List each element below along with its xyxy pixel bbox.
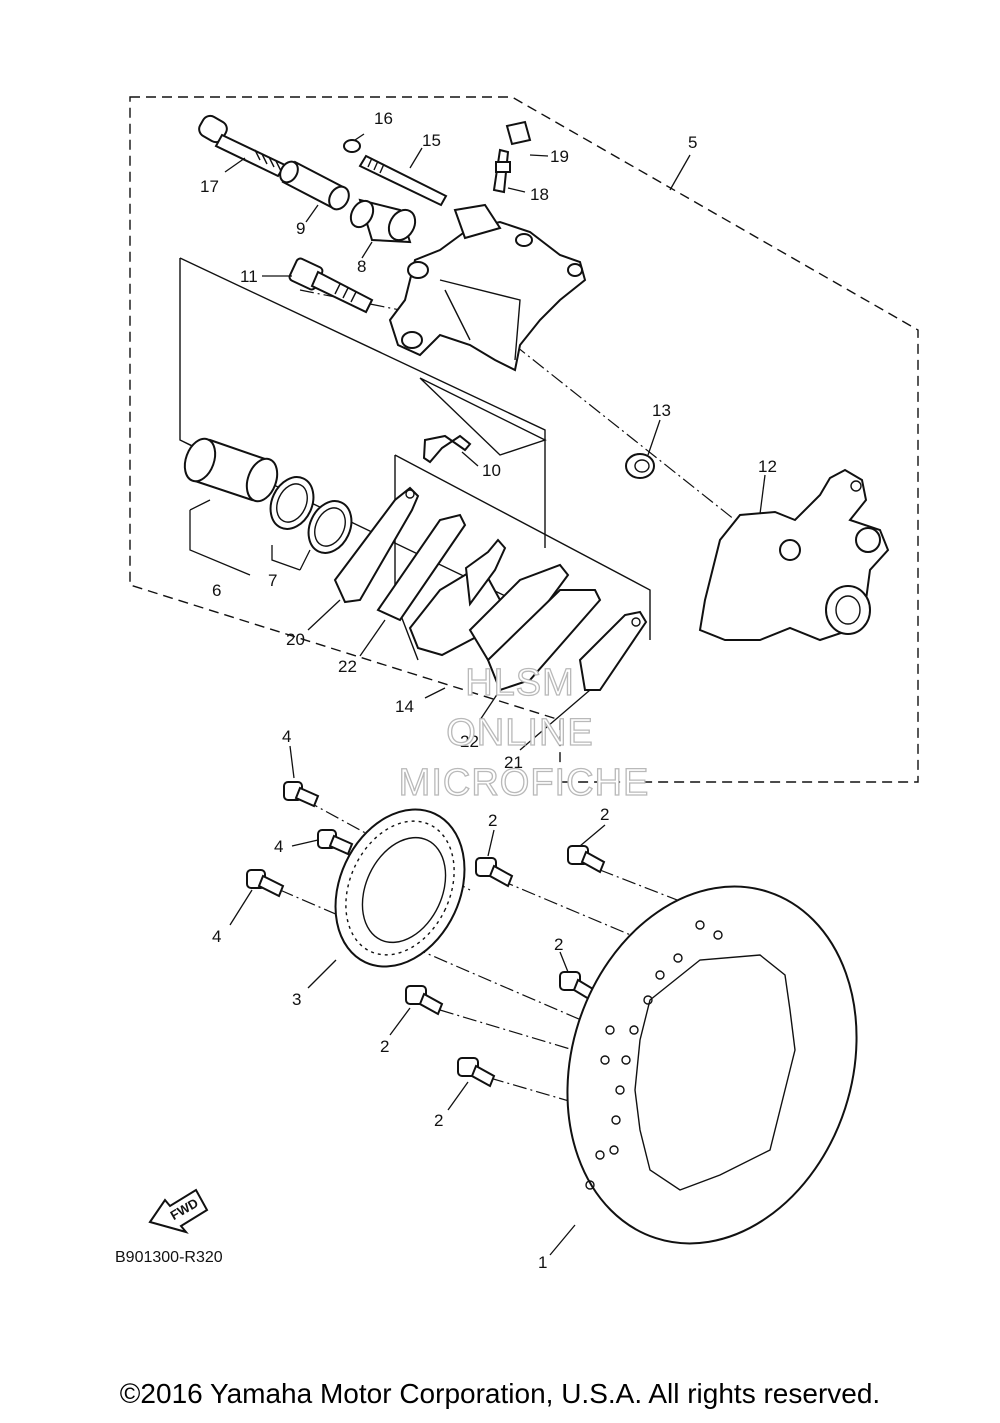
callout-4b: 4	[274, 837, 283, 856]
callout-21: 21	[504, 753, 523, 772]
disc-holes	[585, 920, 723, 1190]
drawing-code: B901300-R320	[115, 1249, 223, 1266]
callout-9: 9	[296, 219, 305, 238]
fwd-arrow-icon: FWD	[148, 1188, 209, 1234]
callout-11: 11	[240, 267, 258, 286]
axis-bolt-bottom	[489, 1077, 601, 1111]
part-15-pad-pin	[358, 154, 448, 207]
caliper-assembly-boundary	[129, 96, 919, 783]
callout-7: 7	[268, 571, 277, 590]
watermark-line-3: MICROFICHE	[399, 762, 650, 804]
callout-19: 19	[550, 147, 569, 166]
part-12-caliper-bracket	[698, 468, 890, 642]
caliper-body	[388, 203, 587, 372]
watermark-line-2: ONLINE	[446, 712, 593, 754]
watermark-line-1: HLSM	[465, 662, 575, 704]
watermark: HLSM ONLINE MICROFICHE	[398, 661, 650, 804]
callout-2c: 2	[554, 935, 563, 954]
callout-17: 17	[200, 177, 219, 196]
callout-6: 6	[212, 581, 221, 600]
callout-1: 1	[538, 1253, 547, 1272]
callout-2e: 2	[434, 1111, 443, 1130]
callout-3: 3	[292, 990, 301, 1009]
part-16-cap	[343, 139, 361, 153]
callout-14: 14	[395, 697, 414, 716]
part-2-bolt-b	[567, 845, 606, 874]
part-2-bolt-a	[475, 857, 514, 888]
part-4-screw-upper	[283, 781, 320, 808]
callout-15: 15	[422, 131, 441, 150]
callout-2a: 2	[488, 811, 497, 830]
part-17-pin-bolt	[198, 114, 287, 178]
part-10-pad-spring	[422, 434, 472, 464]
callout-8: 8	[357, 257, 366, 276]
callout-2b: 2	[600, 805, 609, 824]
callout-22b: 22	[460, 732, 479, 751]
part-6-piston	[183, 437, 279, 503]
part-7-seals	[269, 476, 353, 554]
leader-lines	[189, 133, 766, 1256]
callout-16: 16	[374, 109, 393, 128]
callout-10: 10	[482, 461, 501, 480]
part-2-bolt-e	[457, 1057, 496, 1088]
callout-22a: 22	[338, 657, 357, 676]
part-22-shim-front	[376, 513, 467, 622]
callout-18: 18	[530, 185, 549, 204]
callout-20: 20	[286, 630, 305, 649]
copyright-notice: ©2016 Yamaha Motor Corporation, U.S.A. A…	[119, 1378, 881, 1409]
part-3-sensor-rotor	[334, 808, 466, 968]
callout-4c: 4	[212, 927, 221, 946]
callout-12: 12	[758, 457, 777, 476]
part-4-screw-middle	[317, 829, 354, 856]
part-8-boot	[349, 198, 417, 244]
part-11-bolt	[288, 257, 374, 314]
part-14-pad-set	[408, 538, 570, 662]
part-21-shim	[578, 610, 648, 691]
part-19-bleed-cap	[505, 120, 532, 146]
callout-5: 5	[688, 133, 697, 152]
part-4-screw-lower	[246, 869, 285, 898]
part-20-shim	[333, 486, 420, 604]
part-13-bracket-boot	[625, 453, 655, 479]
part-9-sleeve	[279, 160, 350, 211]
callout-13: 13	[652, 401, 671, 420]
part-2-bolt-d	[405, 985, 444, 1016]
part-18-bleed-screw	[492, 148, 511, 194]
callout-4a: 4	[282, 727, 291, 746]
part-1-brake-disc	[566, 885, 858, 1245]
callout-2d: 2	[380, 1037, 389, 1056]
spring-diamond-bracket	[419, 377, 547, 456]
